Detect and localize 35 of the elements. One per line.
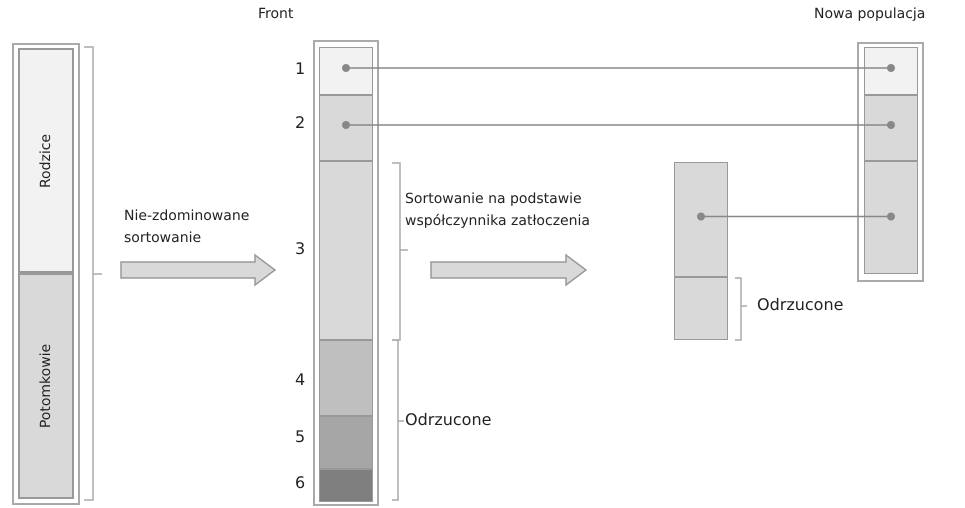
edge-label: Sortowanie na podstawie współczynnika zatłoczenia xyxy=(405,190,591,231)
segment-box xyxy=(319,47,373,95)
front-number: 2 xyxy=(295,113,306,132)
connector-line xyxy=(342,64,895,72)
segment-box xyxy=(319,95,373,161)
front-number: 5 xyxy=(295,427,306,446)
block-arrow xyxy=(430,254,588,286)
segment-box xyxy=(319,416,373,469)
segment-box xyxy=(864,161,918,274)
bracket-label: Odrzucone xyxy=(405,410,492,429)
segment-box xyxy=(864,47,918,95)
front-number: 6 xyxy=(295,473,306,492)
segment-box xyxy=(674,162,728,277)
column-frame xyxy=(12,43,80,505)
segment-box xyxy=(674,277,728,340)
edge-label: Nie-zdominowane sortowanie xyxy=(124,207,250,248)
front-number: 3 xyxy=(295,239,306,258)
front-number: 1 xyxy=(295,59,306,78)
segment-box xyxy=(319,161,373,340)
vertical-label: Potomkowie xyxy=(38,344,54,428)
column-heading: Front xyxy=(258,6,294,22)
column-frame xyxy=(313,40,379,506)
block-arrow xyxy=(120,254,276,286)
population-box xyxy=(18,48,74,273)
segment-box xyxy=(864,95,918,161)
population-box xyxy=(18,273,74,499)
vertical-label: Rodzice xyxy=(38,133,54,188)
bracket-label: Odrzucone xyxy=(757,295,844,314)
connector-line xyxy=(342,121,895,129)
segment-box xyxy=(319,469,373,502)
column-heading: Nowa populacja xyxy=(814,6,926,22)
column-frame xyxy=(857,42,924,282)
connector-line xyxy=(697,212,895,220)
front-number: 4 xyxy=(295,370,306,389)
segment-box xyxy=(319,340,373,416)
